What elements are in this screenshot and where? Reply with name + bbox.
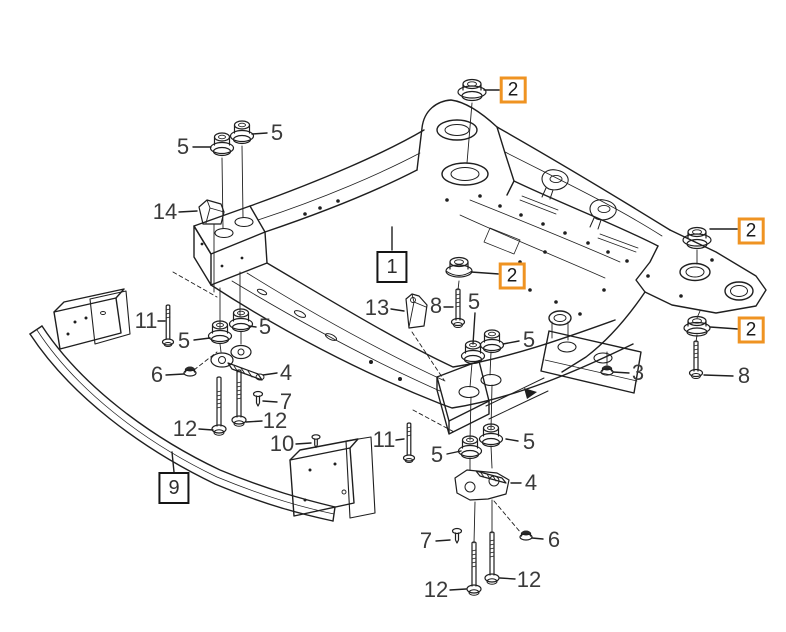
stop-plate-bottom <box>454 469 510 501</box>
callout-9-23: 9 <box>158 472 190 504</box>
callout-10-22: 10 <box>269 431 295 456</box>
callout-13-8: 13 <box>364 295 390 320</box>
leader-line-5-26 <box>505 438 519 442</box>
fastener-parts <box>161 78 712 596</box>
callout-2-5: 2 <box>498 262 526 290</box>
leader-line-5-11 <box>502 340 520 345</box>
bracket-14 <box>198 199 225 225</box>
leader-line-5-16 <box>248 325 257 328</box>
leader-line-7-19 <box>262 400 278 403</box>
small-screws <box>252 390 463 544</box>
leader-line-11-24 <box>395 438 405 441</box>
callout-5-15: 5 <box>177 328 191 353</box>
callout-5-1: 5 <box>270 120 284 145</box>
callout-5-10: 5 <box>467 289 481 314</box>
callout-3-12: 3 <box>631 360 645 385</box>
callout-6-17: 6 <box>150 362 164 387</box>
callout-7-19: 7 <box>279 389 293 414</box>
leader-line-12-30 <box>449 588 467 591</box>
leader-line-6-17 <box>165 373 185 376</box>
callout-12-21: 12 <box>262 408 288 433</box>
leader-line-3-12 <box>612 371 630 374</box>
bracket-13 <box>405 293 428 329</box>
leader-line-5-10 <box>472 312 476 345</box>
callout-5-26: 5 <box>522 429 536 454</box>
callout-12-20: 12 <box>172 416 198 441</box>
callout-14-2: 14 <box>152 199 178 224</box>
bolts <box>161 288 704 596</box>
callout-11-24: 11 <box>372 427 396 452</box>
leader-line-12-31 <box>499 577 516 580</box>
callout-7-28: 7 <box>419 528 433 553</box>
leader-line-2-7 <box>709 326 739 330</box>
leader-line-5-1 <box>251 132 268 135</box>
callout-8-13: 8 <box>737 363 751 388</box>
callout-12-30: 12 <box>423 577 449 602</box>
callout-5-16: 5 <box>258 314 272 339</box>
small-nuts <box>183 365 614 541</box>
callout-4-27: 4 <box>524 470 538 495</box>
leader-line-10-22 <box>295 442 312 445</box>
bumper-beam <box>29 288 376 522</box>
callout-5-25: 5 <box>430 442 444 467</box>
callout-2-6: 2 <box>737 217 765 245</box>
leader-line-12-20 <box>198 428 214 431</box>
callout-11-14: 11 <box>134 308 158 333</box>
leader-line-13-8 <box>390 308 405 312</box>
callout-2-3: 2 <box>499 76 527 104</box>
callout-2-7: 2 <box>737 316 765 344</box>
leader-line-6-29 <box>531 537 544 540</box>
leader-line-5-25 <box>446 450 462 455</box>
callout-4-18: 4 <box>279 360 293 385</box>
stop-plate-left <box>210 344 265 381</box>
callout-1-4: 1 <box>376 251 408 283</box>
subframe-body <box>193 99 767 435</box>
callout-6-29: 6 <box>547 527 561 552</box>
body-mount-bushing <box>457 78 712 337</box>
leader-line-12-21 <box>245 420 263 423</box>
callout-8-9: 8 <box>429 293 443 318</box>
leader-lines <box>157 89 739 591</box>
leader-line-9-23 <box>171 451 175 473</box>
leader-line-8-13 <box>703 374 734 377</box>
callout-5-11: 5 <box>522 327 536 352</box>
callout-5-0: 5 <box>176 134 190 159</box>
callout-12-31: 12 <box>516 567 542 592</box>
leader-line-2-5 <box>470 271 500 275</box>
leader-line-4-18 <box>262 372 278 376</box>
flange-nut-large <box>445 256 473 278</box>
leader-line-7-28 <box>435 539 451 542</box>
leader-line-5-15 <box>193 337 211 341</box>
leader-line-14-2 <box>178 210 198 213</box>
